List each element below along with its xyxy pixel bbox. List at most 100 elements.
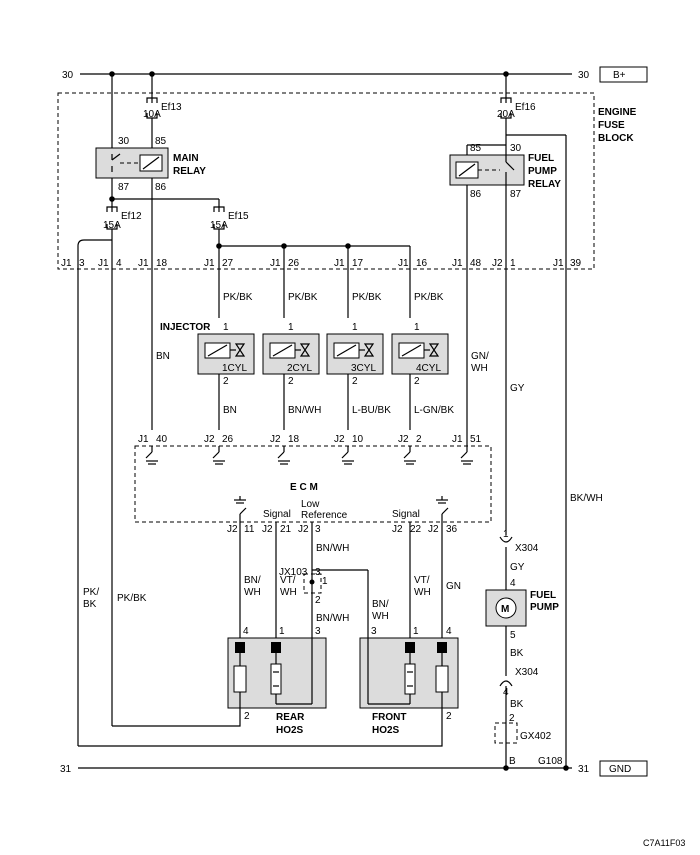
fuel-pump-circuit: 1 X304 GY 4 M FUEL PUMP 5 BK X304 4 BK 2…: [485, 529, 563, 768]
svg-text:1: 1: [414, 322, 420, 333]
svg-text:J1: J1: [270, 258, 281, 269]
wire-bn-wh-top: BN/WH: [316, 543, 349, 554]
svg-text:2: 2: [416, 434, 422, 445]
svg-text:1: 1: [288, 322, 294, 333]
wire-pk-bk-1: PK/: [83, 587, 99, 598]
svg-text:3: 3: [371, 626, 377, 637]
svg-text:J2: J2: [392, 524, 403, 535]
svg-text:4: 4: [116, 258, 122, 269]
ecm-bottom-connectors: J2 11 J2 21 J2 3 J2 22 J2 36: [227, 524, 458, 535]
svg-text:PK/BK: PK/BK: [223, 292, 253, 303]
svg-text:3: 3: [79, 258, 85, 269]
svg-text:1: 1: [510, 258, 516, 269]
wire-pk-bk-2: BK: [83, 599, 97, 610]
svg-text:J1: J1: [452, 434, 463, 445]
fuse-block-title-3: BLOCK: [598, 133, 634, 144]
svg-text:3CYL: 3CYL: [351, 363, 376, 374]
ecm-drivers: [145, 446, 473, 522]
wire-bn-wh-a1: BN/: [244, 575, 261, 586]
svg-text:X304: X304: [515, 667, 539, 678]
svg-text:30: 30: [510, 143, 522, 154]
wire-vt-wh-b2: WH: [414, 587, 431, 598]
svg-text:JX103: JX103: [279, 567, 308, 578]
svg-text:85: 85: [155, 136, 167, 147]
svg-text:85: 85: [470, 143, 482, 154]
ecm-signal-left: Signal: [263, 509, 291, 520]
svg-text:10: 10: [352, 434, 364, 445]
rail-30-right: 30: [578, 70, 590, 81]
ecm-title: E C M: [290, 482, 318, 493]
wire-gn-wh-1: GN/: [471, 351, 489, 362]
svg-text:BN/WH: BN/WH: [288, 405, 321, 416]
motor-icon: M: [501, 604, 509, 615]
wire-gn-wh-2: WH: [471, 363, 488, 374]
splice-jx103: JX103 3 1 2: [279, 566, 369, 638]
svg-text:39: 39: [570, 258, 582, 269]
rail-30-left: 30: [62, 70, 74, 81]
svg-text:1: 1: [413, 626, 419, 637]
svg-text:J2: J2: [204, 434, 215, 445]
svg-text:L-BU/BK: L-BU/BK: [352, 405, 391, 416]
svg-text:REAR: REAR: [276, 712, 305, 723]
svg-text:J2: J2: [270, 434, 281, 445]
svg-text:36: 36: [446, 524, 458, 535]
wire-bn-wh-mid: BN/WH: [316, 613, 349, 624]
svg-text:J2: J2: [398, 434, 409, 445]
injector-3cyl: PK/BK 1 3CYL 2 L-BU/BK: [326, 292, 391, 430]
fuse-block-title-1: ENGINE: [598, 107, 637, 118]
rail-31-right: 31: [578, 764, 590, 775]
svg-text:Ef13: Ef13: [161, 102, 182, 113]
gnd-box: [599, 760, 648, 777]
svg-text:2: 2: [352, 376, 358, 387]
wire-pk-bk: PK/BK: [117, 593, 147, 604]
wire-vt-wh-a2: WH: [280, 587, 297, 598]
ecm-module: [134, 445, 492, 523]
main-relay: 30 85 87 86 MAIN RELAY: [95, 74, 206, 193]
svg-text:2: 2: [315, 595, 321, 606]
svg-text:4: 4: [243, 626, 249, 637]
svg-text:PK/BK: PK/BK: [352, 292, 382, 303]
wire-gn: GN: [446, 581, 461, 592]
svg-text:PK/BK: PK/BK: [414, 292, 444, 303]
injector-title: INJECTOR: [160, 322, 211, 333]
wire-gy: GY: [510, 383, 525, 394]
svg-text:PUMP: PUMP: [530, 602, 559, 613]
wire-vt-wh-b1: VT/: [414, 575, 430, 586]
svg-text:FRONT: FRONT: [372, 712, 406, 723]
ecm-low-ref-2: Reference: [301, 510, 348, 521]
svg-text:15A: 15A: [210, 220, 228, 231]
svg-text:MAIN: MAIN: [173, 153, 199, 164]
svg-text:86: 86: [155, 182, 167, 193]
svg-text:1: 1: [322, 576, 328, 587]
svg-text:PK/BK: PK/BK: [288, 292, 318, 303]
injector-1cyl: PK/BK 1 1CYL 2 BN: [197, 292, 255, 430]
svg-text:11: 11: [244, 524, 255, 535]
svg-text:3: 3: [315, 626, 321, 637]
svg-text:X304: X304: [515, 543, 539, 554]
diagram-id: C7A11F03: [643, 838, 685, 848]
wire-bn-wh-b2: WH: [372, 611, 389, 622]
svg-text:J2: J2: [428, 524, 439, 535]
svg-text:J1: J1: [452, 258, 463, 269]
svg-text:40: 40: [156, 434, 168, 445]
svg-text:Ef12: Ef12: [121, 211, 142, 222]
svg-text:27: 27: [222, 258, 234, 269]
injector-2cyl: PK/BK 1 2CYL 2 BN/WH: [262, 292, 321, 430]
svg-text:1: 1: [223, 322, 229, 333]
svg-text:2: 2: [223, 376, 229, 387]
fuse-block-title-2: FUSE: [598, 120, 625, 131]
svg-text:4: 4: [510, 578, 516, 589]
svg-text:20A: 20A: [497, 109, 515, 120]
rail-31-left: 31: [60, 764, 72, 775]
svg-text:51: 51: [470, 434, 482, 445]
svg-text:RELAY: RELAY: [173, 166, 206, 177]
svg-text:B: B: [509, 756, 516, 767]
svg-text:3: 3: [315, 524, 321, 535]
svg-text:48: 48: [470, 258, 482, 269]
svg-text:J2: J2: [298, 524, 309, 535]
svg-text:2: 2: [446, 711, 452, 722]
ecm-top-connectors: J1 40 J2 26 J2 18 J2 10 J2 2 J1 51: [138, 434, 482, 445]
svg-text:4CYL: 4CYL: [416, 363, 441, 374]
ecm-signal-right: Signal: [392, 509, 420, 520]
